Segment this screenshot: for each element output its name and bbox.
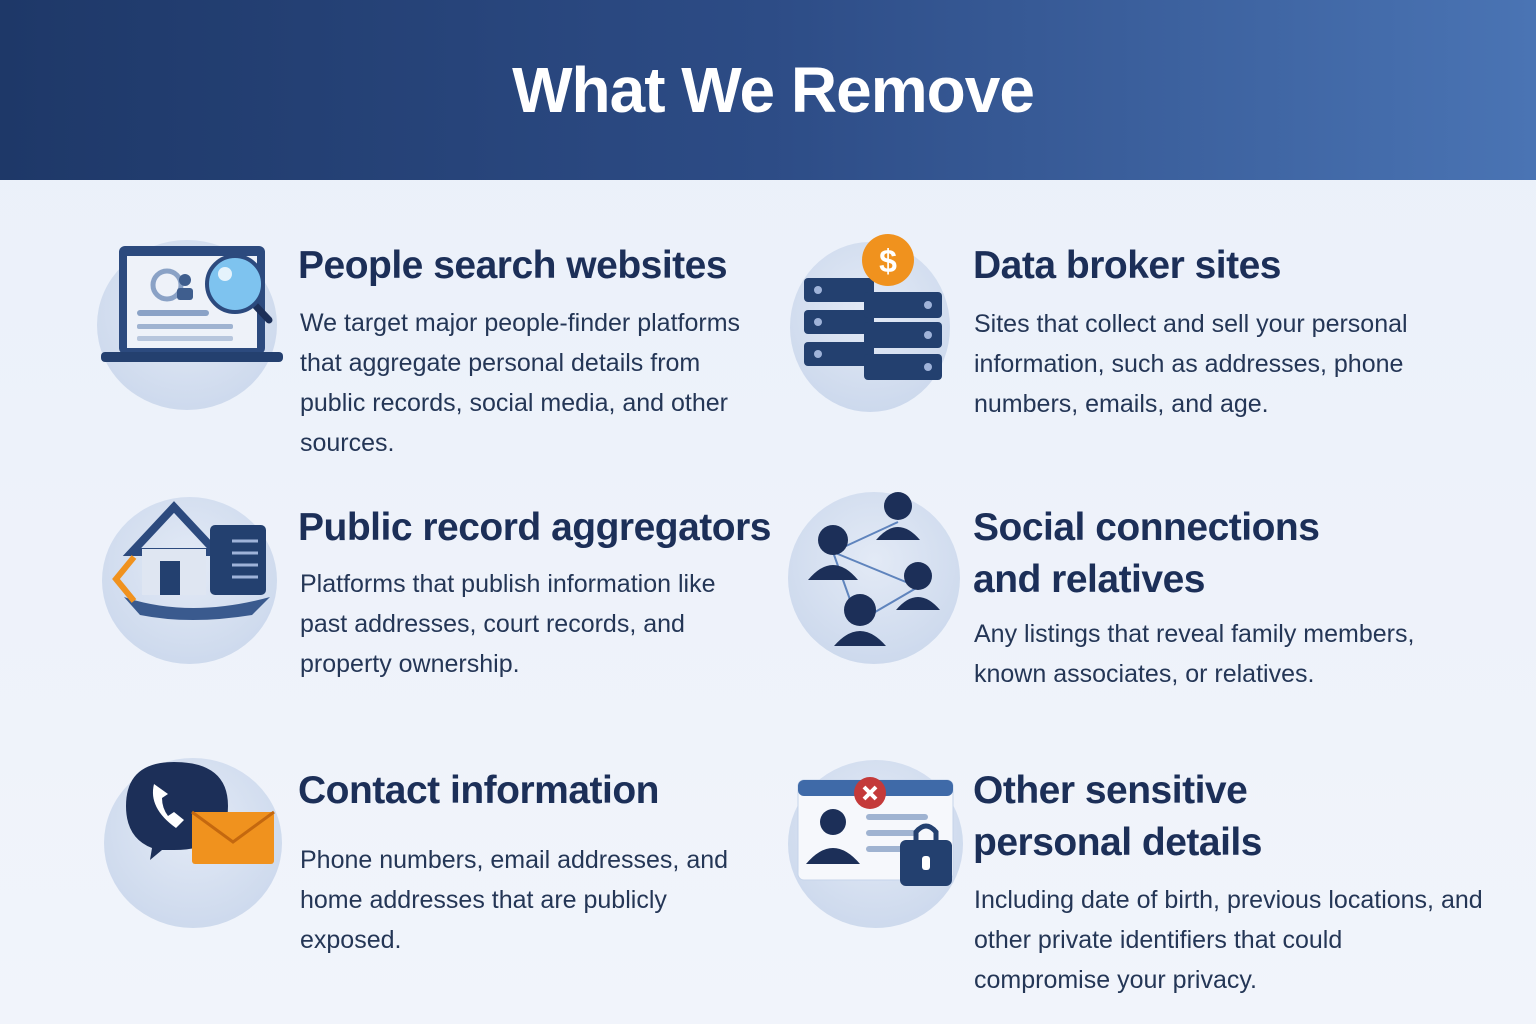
id-card-lock-icon — [788, 760, 963, 928]
house-records-icon — [102, 497, 277, 664]
item-title: Public record aggregators — [298, 506, 771, 549]
item-title: Social connections and relatives — [973, 506, 1320, 601]
item-description: Including date of birth, previous locati… — [974, 886, 1483, 994]
page-title: What We Remove — [512, 54, 1035, 126]
item-title: Data broker sites — [973, 244, 1281, 287]
svg-text:$: $ — [879, 243, 897, 279]
server-dollar-icon: $ — [790, 234, 950, 412]
item-description: We target major people-finder platforms … — [300, 309, 741, 457]
item-title: People search websites — [298, 244, 728, 287]
header-banner: What We Remove — [0, 0, 1536, 180]
item-title: Other sensitive personal details — [973, 769, 1262, 864]
item-description: Any listings that reveal family members,… — [974, 620, 1415, 688]
item-description: Sites that collect and sell your persona… — [974, 310, 1408, 418]
item-description: Phone numbers, email addresses, and home… — [300, 846, 729, 954]
phone-email-icon — [104, 758, 282, 928]
people-network-icon — [788, 492, 960, 664]
item-description: Platforms that publish information like … — [300, 570, 716, 678]
laptop-search-icon — [97, 240, 283, 410]
item-title: Contact information — [298, 769, 659, 812]
